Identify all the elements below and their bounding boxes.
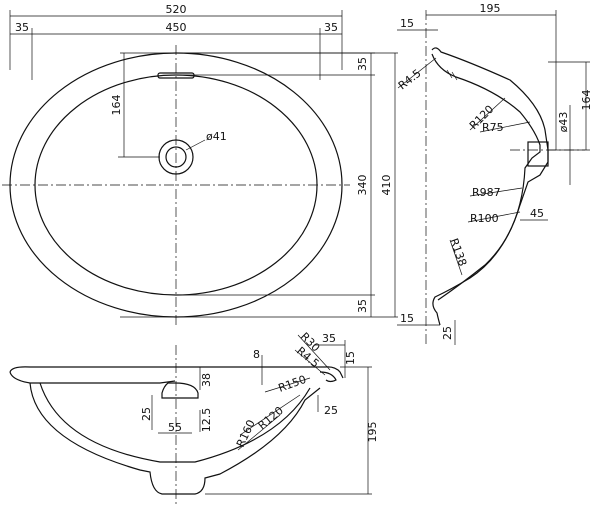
dim-45: 45 [530,207,544,220]
dim-35-bottom: 35 [356,299,369,313]
dim-38: 38 [200,373,213,387]
dim-r75: R75 [482,121,504,134]
leader-drain [185,139,206,151]
leader-r160 [237,414,281,451]
front-section: 8 R30 35 15 R4.5 38 R150 R120 25 R160 25… [9,330,379,505]
leader-r120-front [239,394,301,436]
dim-164-side: 164 [580,90,593,111]
dim-r138: R138 [447,237,469,268]
dim-25-side: 25 [441,326,454,340]
front-lip [319,371,337,383]
front-overflow [161,382,199,399]
front-bowl-inner [39,382,311,463]
leader-r100 [467,211,521,223]
dim-r150: R150 [277,373,308,395]
dim-15-front: 15 [344,351,357,365]
overflow-slot [157,72,195,79]
top-view: 520 35 450 35 164 ø41 35 340 410 35 [2,3,398,325]
dim-520: 520 [166,3,187,16]
dim-35-top: 35 [356,57,369,71]
dim-r100: R100 [470,212,499,225]
dim-35-left: 35 [15,21,29,34]
dim-25-drain: 25 [140,407,153,421]
dim-r987: R987 [472,186,501,199]
dim-55: 55 [168,421,182,434]
leader-r75 [479,121,531,133]
dim-195-side: 195 [480,2,501,15]
overflow-hole-mark-1 [446,69,453,79]
dim-drain-dia: ø41 [206,130,227,143]
dim-340: 340 [356,175,369,196]
leader-r45-side [397,57,437,89]
dim-25-front: 25 [324,404,338,417]
drain-section [527,141,549,167]
dim-164: 164 [110,95,123,116]
dim-410: 410 [380,175,393,196]
leader-r30 [297,334,331,371]
dim-35-front: 35 [322,332,336,345]
front-rim-inner-left [9,371,176,384]
leader-r45-front [294,349,326,376]
section-inner-profile [431,53,541,301]
leader-r120-side [469,97,506,131]
leader-r138 [449,239,463,276]
front-bowl-outer [29,382,321,495]
dim-r160: R160 [234,418,258,449]
side-section: 195 15 15 R4.5 R120 R75 ø43 164 R987 R10… [396,2,593,345]
dim-195-front: 195 [366,422,379,443]
drain-hole-inner [165,146,187,168]
dim-r120-front: R120 [256,404,286,432]
dim-15-bottom: 15 [400,312,414,325]
overflow-hole-mark-2 [451,71,458,81]
dim-35-right: 35 [324,21,338,34]
dim-r45-side: R4.5 [396,67,424,93]
leader-r150 [264,377,311,393]
dim-15-top: 15 [400,17,414,30]
dim-43: ø43 [557,112,570,133]
dim-450: 450 [166,21,187,34]
dim-125: 12.5 [200,408,213,433]
leader-r987 [469,187,523,197]
front-rim-top [9,366,344,379]
dim-8: 8 [253,348,260,361]
